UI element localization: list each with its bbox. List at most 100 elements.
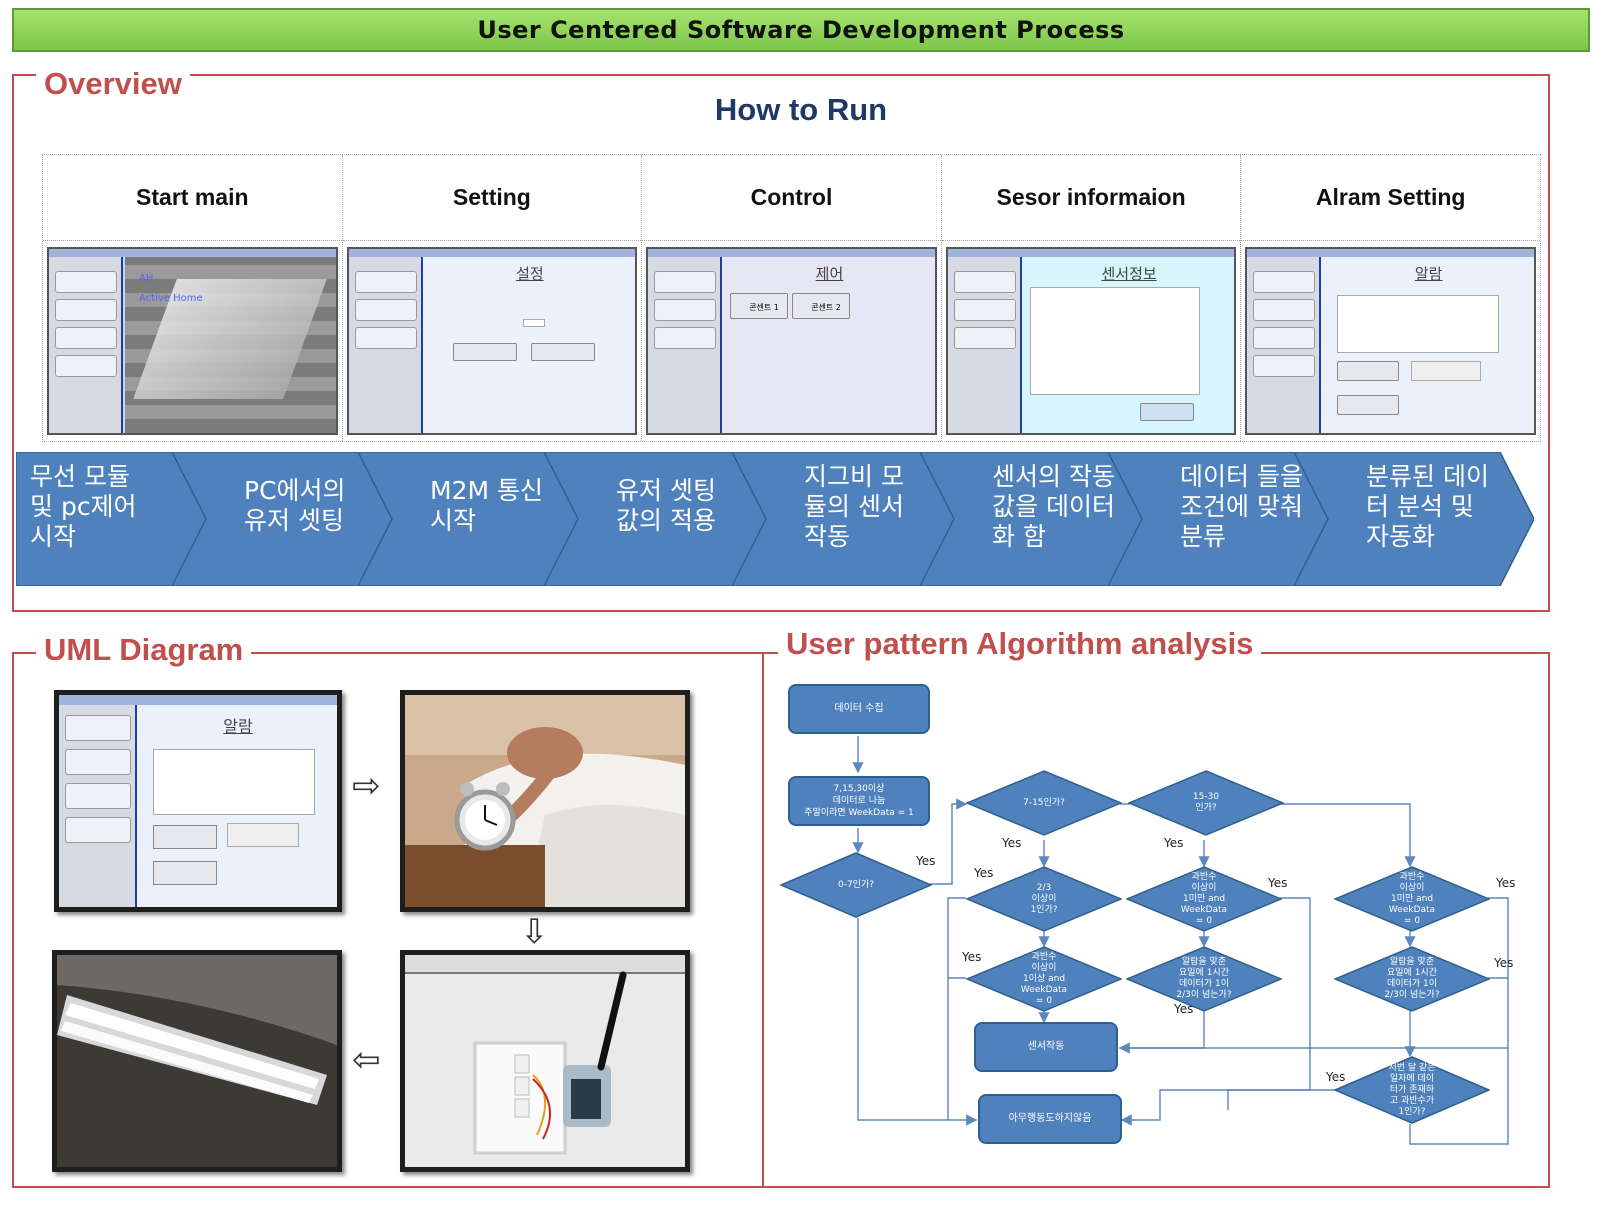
decision-text: 알람을 맞춘 요일에 1시간 데이터가 1이 2/3이 넘는가?	[1176, 957, 1232, 1000]
column-label: Sesor informaion	[941, 155, 1241, 241]
ah-label: AH	[139, 273, 154, 284]
disconnect-button	[530, 343, 595, 361]
alarm-set-button	[1337, 395, 1400, 415]
sidebar-button	[354, 327, 417, 349]
yes-label: Yes	[1164, 836, 1184, 850]
decision-text: 15-30 인가?	[1192, 792, 1220, 813]
screen-title: 센서정보	[1101, 265, 1157, 283]
diamond-shape	[1128, 770, 1284, 836]
overview-frame	[12, 74, 1550, 612]
window-titlebar	[348, 249, 636, 257]
sidebar-button	[654, 271, 717, 293]
decision-diamond: 알람을 맞춘 요일에 1시간 데이터가 1이 2/3이 넘는가?	[1334, 946, 1490, 1012]
column-label: Alram Setting	[1241, 155, 1540, 241]
screen-title: 제어	[815, 265, 844, 283]
decision-text: 과반수 이상이 1이상 and WeekData = 0	[1020, 951, 1068, 1006]
diamond-shape	[1334, 1056, 1490, 1124]
window-titlebar	[648, 249, 935, 257]
sidebar-button	[65, 783, 131, 809]
sidebar-button	[1253, 355, 1316, 377]
refresh-button	[1139, 403, 1194, 421]
alarm-add-button	[1337, 361, 1400, 381]
process-step: M2M 통신 시작	[356, 451, 599, 587]
app-sidebar	[348, 257, 423, 433]
sidebar-button	[654, 327, 717, 349]
decision-diamond: 0-7인가?	[780, 852, 932, 918]
diamond-shape	[1334, 866, 1490, 932]
sidebar-button	[55, 355, 117, 377]
setting-screen: 설정	[346, 247, 638, 435]
decision-diamond: 저번 달 같은 일자에 데이 터가 존재하 고 과반수가 1인가?	[1334, 1056, 1490, 1124]
alarm-title: 알람	[223, 717, 253, 736]
yes-label: Yes	[1494, 956, 1514, 970]
decision-diamond: 2/3 이상이 1인가?	[966, 866, 1122, 932]
process-step: 분류된 데이 터 분석 및 자동화	[1292, 451, 1535, 587]
banner-title: User Centered Software Development Proce…	[477, 16, 1125, 44]
alarm-time-field	[1411, 361, 1482, 381]
column-sensor: Sesor informaion 센서정보	[941, 155, 1242, 441]
process-step-label: PC에서의 유저 셋팅	[244, 476, 346, 535]
sidebar-button	[1253, 271, 1316, 293]
yes-label: Yes	[974, 866, 994, 880]
decision-diamond: 과반수 이상이 1미만 and WeekData = 0	[1334, 866, 1490, 932]
alarm-ui-screenshot: 알람	[54, 690, 342, 912]
outlet-2-button: 콘센트 2	[792, 293, 851, 319]
sidebar-button	[55, 327, 117, 349]
alarm-screen: 알람	[1245, 247, 1536, 435]
sidebar-button	[953, 327, 1016, 349]
window-titlebar	[59, 695, 337, 705]
screenshot-strip: Start main AH Active Home Setting	[42, 154, 1541, 442]
title-banner: User Centered Software Development Proce…	[12, 8, 1590, 52]
sidebar-button	[1253, 299, 1316, 321]
process-step: 지그비 모 듈의 센서 작동	[730, 451, 973, 587]
sidebar-button	[55, 271, 117, 293]
alarm-main: 알람	[1323, 257, 1534, 433]
how-to-run-title: How to Run	[714, 92, 888, 127]
uml-title: UML Diagram	[36, 632, 252, 668]
decision-diamond: 알람을 맞춘 요일에 1시간 데이터가 1이 2/3이 넘는가?	[1126, 946, 1282, 1012]
sidebar-button	[65, 817, 131, 843]
decision-text: 2/3 이상이 1인가?	[1030, 882, 1058, 915]
column-setting: Setting 설정	[342, 155, 643, 441]
wireless-module-illustration	[405, 955, 685, 1167]
decision-diamond: 과반수 이상이 1미만 and WeekData = 0	[1126, 866, 1282, 932]
outlet-1-button: 콘센트 1	[730, 293, 789, 319]
sidebar-button	[65, 749, 131, 775]
yes-label: Yes	[1268, 876, 1288, 890]
right-arrow-icon: ⇨	[352, 766, 381, 806]
start-main-screen: AH Active Home	[47, 247, 338, 435]
diamond-shape	[966, 770, 1122, 836]
sleeping-person-illustration	[405, 695, 685, 907]
wireless-module-photo	[400, 950, 690, 1172]
yes-label: Yes	[1002, 836, 1022, 850]
app-sidebar	[49, 257, 123, 433]
app-sidebar	[648, 257, 723, 433]
alarm-set-button	[153, 861, 217, 885]
yes-label: Yes	[1174, 1002, 1194, 1016]
diamond-shape	[1334, 946, 1490, 1012]
sidebar-button	[55, 299, 117, 321]
process-step-label: 데이터 들을 조건에 맞춰 분류	[1180, 462, 1303, 551]
data-collect-box: 데이터 수집	[788, 684, 930, 734]
sidebar-button	[354, 271, 417, 293]
sidebar-button	[1253, 327, 1316, 349]
decision-diamond: 15-30 인가?	[1128, 770, 1284, 836]
process-step: 데이터 들을 조건에 맞춰 분류	[1106, 451, 1349, 587]
process-step-label: 무선 모듈 및 pc제어 시작	[30, 462, 137, 551]
down-arrow-icon: ⇩	[520, 912, 549, 952]
diamond-shape	[1126, 946, 1282, 1012]
diamond-shape	[966, 866, 1122, 932]
no-action-box: 아무행동도하지않음	[978, 1094, 1122, 1144]
alarm-time-field	[227, 823, 299, 847]
left-arrow-icon: ⇦	[352, 1040, 381, 1080]
setting-main: 설정	[425, 257, 636, 433]
decision-diamond: 7-15인가?	[966, 770, 1122, 836]
ceiling-light-illustration	[57, 955, 337, 1167]
alarm-table	[153, 749, 315, 815]
alarm-add-button	[153, 825, 217, 849]
process-step-label: 센서의 작동 값을 데이터 화 함	[992, 462, 1115, 551]
control-screen: 제어 콘센트 1 콘센트 2	[646, 247, 937, 435]
sidebar-button	[953, 299, 1016, 321]
port-select	[522, 319, 545, 327]
process-step: 유저 셋팅 값의 적용	[542, 451, 785, 587]
